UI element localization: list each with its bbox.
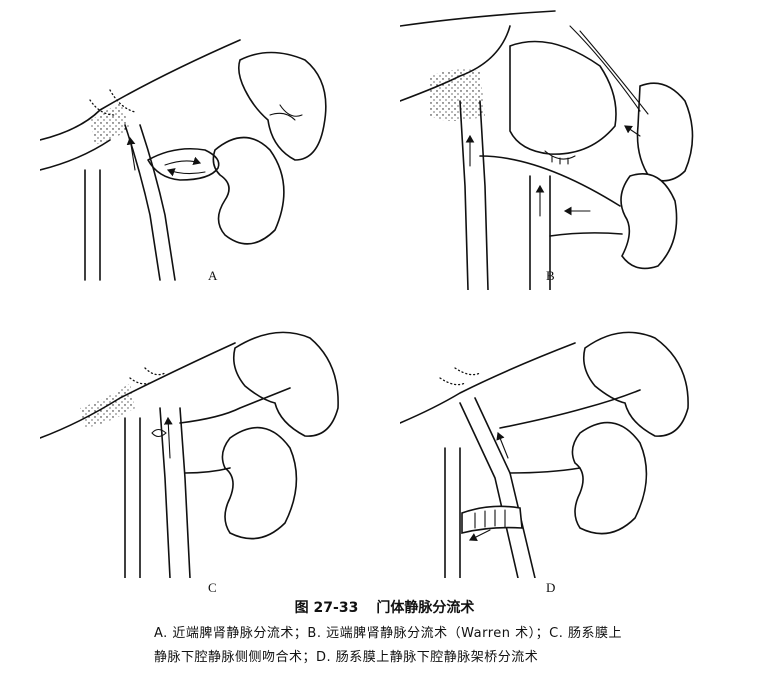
figure-caption-line-2: 静脉下腔静脉侧侧吻合术；D. 肠系膜上静脉下腔静脉架桥分流术 (154, 650, 539, 665)
panel-a-drawing (40, 39, 327, 281)
panel-d-drawing (400, 331, 689, 578)
figure-number: 图 27-33 (294, 600, 359, 616)
panel-b-label: B (546, 268, 555, 283)
panel-c-drawing (40, 331, 339, 578)
panel-c-illustration: C (40, 308, 360, 595)
panel-d-label: D (546, 580, 556, 595)
panel-a-illustration: A (40, 20, 360, 290)
figure-title-text: 门体静脉分流术 (376, 600, 475, 616)
figure-title: 图 27-33 门体静脉分流术 (0, 597, 769, 617)
panel-b-illustration: B (400, 6, 710, 290)
panel-c-label: C (208, 580, 217, 595)
panel-d-illustration: D (400, 308, 710, 595)
panel-b-drawing (400, 10, 694, 290)
figure-caption-line-1: A. 近端脾肾静脉分流术；B. 远端脾肾静脉分流术（Warren 术）；C. 肠… (154, 626, 622, 641)
panel-a-label: A (208, 268, 218, 283)
